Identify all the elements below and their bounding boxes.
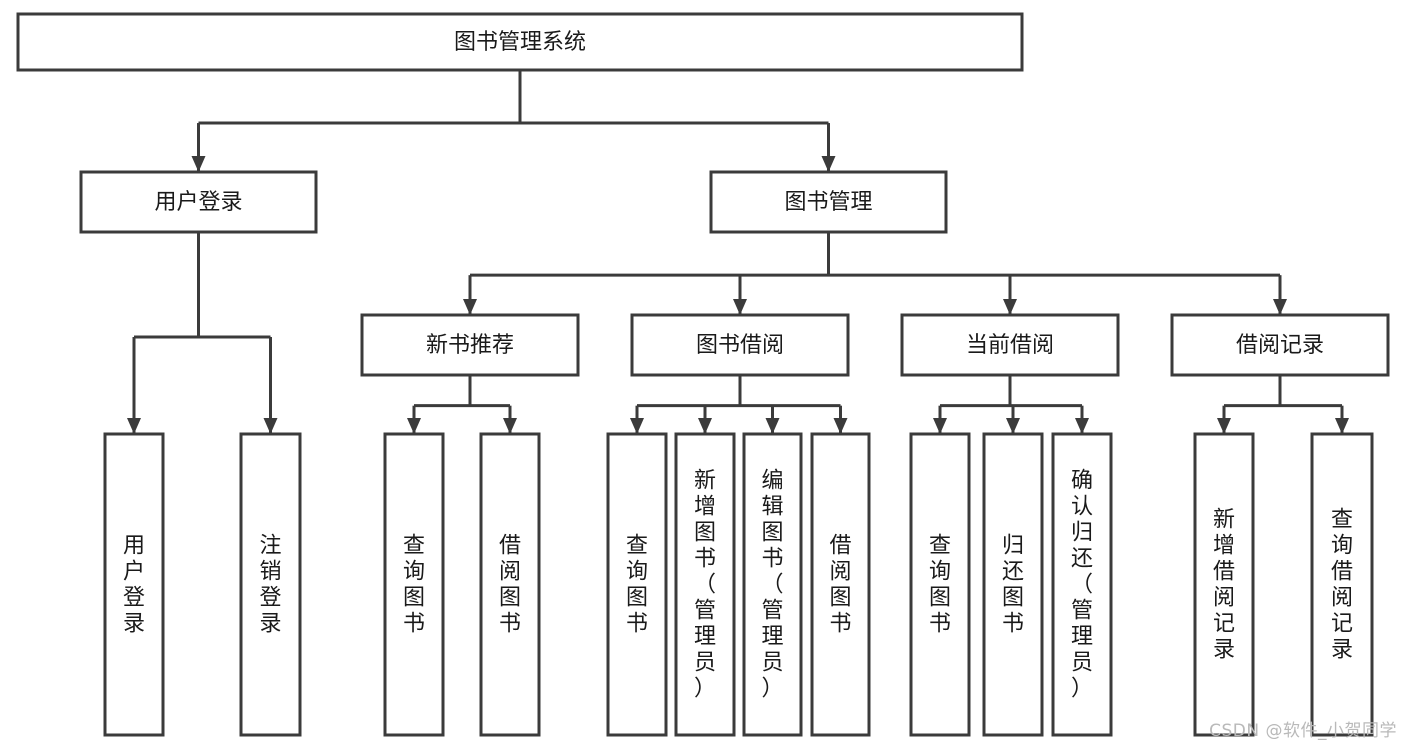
leaf-borrow-book-1[interactable]: 借阅图书 [479, 432, 541, 737]
leaf-box[interactable] [1051, 432, 1113, 737]
arrow-head-icon [1335, 418, 1349, 434]
node-user_login[interactable]: 用户登录 [79, 170, 318, 234]
arrow-head-icon [503, 418, 517, 434]
arrow-head-icon [1006, 418, 1020, 434]
leaf-label: 新增图书（管理员） [694, 469, 716, 702]
leaf-query-record[interactable]: 查询借阅记录 [1310, 432, 1374, 737]
arrow-head-icon [1217, 418, 1231, 434]
node-box[interactable] [1170, 313, 1390, 377]
leaf-confirm-return[interactable]: 确认归还（管理员） [1051, 432, 1113, 737]
leaf-borrow-book-2[interactable]: 借阅图书 [810, 432, 871, 737]
leaf-box[interactable] [1193, 432, 1255, 737]
node-new_book_rec[interactable]: 新书推荐 [360, 313, 580, 377]
leaf-label: 注销登录 [259, 534, 281, 637]
leaf-label: 确认归还（管理员） [1071, 469, 1093, 702]
leaf-query-book-3[interactable]: 查询图书 [909, 432, 971, 737]
node-label: 当前借阅 [966, 333, 1054, 358]
leaf-box[interactable] [909, 432, 971, 737]
arrow-head-icon [263, 418, 278, 434]
leaf-label: 编辑图书（管理员） [761, 469, 783, 702]
connector-user_login [127, 232, 278, 434]
node-book_mgmt[interactable]: 图书管理 [709, 170, 948, 234]
node-layer: 图书管理系统用户登录图书管理新书推荐图书借阅当前借阅借阅记录用户登录注销登录查询… [16, 12, 1390, 737]
leaf-box[interactable] [606, 432, 668, 737]
arrow-head-icon [765, 418, 780, 434]
leaf-box[interactable] [742, 432, 803, 737]
leaf-query-book-2[interactable]: 查询图书 [606, 432, 668, 737]
leaf-logout[interactable]: 注销登录 [239, 432, 302, 737]
arrow-head-icon [1003, 299, 1017, 315]
connector-new_book_rec [407, 375, 517, 434]
node-box[interactable] [360, 313, 580, 377]
node-label: 图书管理系统 [454, 30, 586, 55]
arrow-head-icon [933, 418, 947, 434]
node-root[interactable]: 图书管理系统 [16, 12, 1024, 72]
leaf-box[interactable] [239, 432, 302, 737]
leaf-return-book[interactable]: 归还图书 [982, 432, 1044, 737]
leaf-label: 新增借阅记录 [1213, 508, 1235, 663]
leaf-label: 查询借阅记录 [1331, 508, 1353, 663]
node-label: 图书管理 [784, 190, 872, 215]
arrow-head-icon [630, 418, 644, 434]
node-box[interactable] [630, 313, 850, 377]
arrow-head-icon [1273, 299, 1287, 315]
node-current_borrow[interactable]: 当前借阅 [900, 313, 1120, 377]
leaf-query-book-1[interactable]: 查询图书 [383, 432, 445, 737]
connector-book_borrow [630, 375, 848, 434]
arrow-head-icon [191, 156, 206, 172]
node-box[interactable] [709, 170, 948, 234]
watermark-text: CSDN @软件_小贺同学 [1209, 721, 1397, 741]
node-label: 图书借阅 [696, 333, 784, 358]
leaf-box[interactable] [383, 432, 445, 737]
arrow-head-icon [698, 418, 712, 434]
node-box[interactable] [900, 313, 1120, 377]
leaf-label: 归还图书 [1002, 534, 1024, 637]
node-borrow_record[interactable]: 借阅记录 [1170, 313, 1390, 377]
leaf-label: 借阅图书 [829, 534, 851, 637]
leaf-label: 用户登录 [123, 534, 145, 637]
edge-layer [127, 70, 1349, 434]
leaf-box[interactable] [982, 432, 1044, 737]
node-box[interactable] [16, 12, 1024, 72]
arrow-head-icon [127, 418, 141, 434]
node-label: 新书推荐 [426, 333, 514, 358]
leaf-user-login[interactable]: 用户登录 [103, 432, 165, 737]
leaf-edit-book[interactable]: 编辑图书（管理员） [742, 432, 803, 737]
node-book_borrow[interactable]: 图书借阅 [630, 313, 850, 377]
leaf-label: 借阅图书 [499, 534, 521, 637]
leaf-box[interactable] [674, 432, 736, 737]
leaf-box[interactable] [479, 432, 541, 737]
leaf-label: 查询图书 [403, 534, 425, 637]
arrow-head-icon [407, 418, 421, 434]
connector-root [191, 70, 836, 172]
arrow-head-icon [833, 418, 848, 434]
arrow-head-icon [463, 299, 477, 315]
leaf-box[interactable] [1310, 432, 1374, 737]
connector-current_borrow [933, 375, 1089, 434]
leaf-add-record[interactable]: 新增借阅记录 [1193, 432, 1255, 737]
leaf-label: 查询图书 [626, 534, 648, 637]
node-label: 借阅记录 [1236, 333, 1324, 358]
leaf-box[interactable] [810, 432, 871, 737]
arrow-head-icon [733, 299, 747, 315]
arrow-head-icon [1075, 418, 1089, 434]
connector-borrow_record [1217, 375, 1349, 434]
leaf-add-book[interactable]: 新增图书（管理员） [674, 432, 736, 737]
node-box[interactable] [79, 170, 318, 234]
connector-book_mgmt [463, 232, 1287, 315]
leaf-label: 查询图书 [929, 534, 951, 637]
node-label: 用户登录 [154, 190, 242, 215]
arrow-head-icon [821, 156, 836, 172]
leaf-box[interactable] [103, 432, 165, 737]
